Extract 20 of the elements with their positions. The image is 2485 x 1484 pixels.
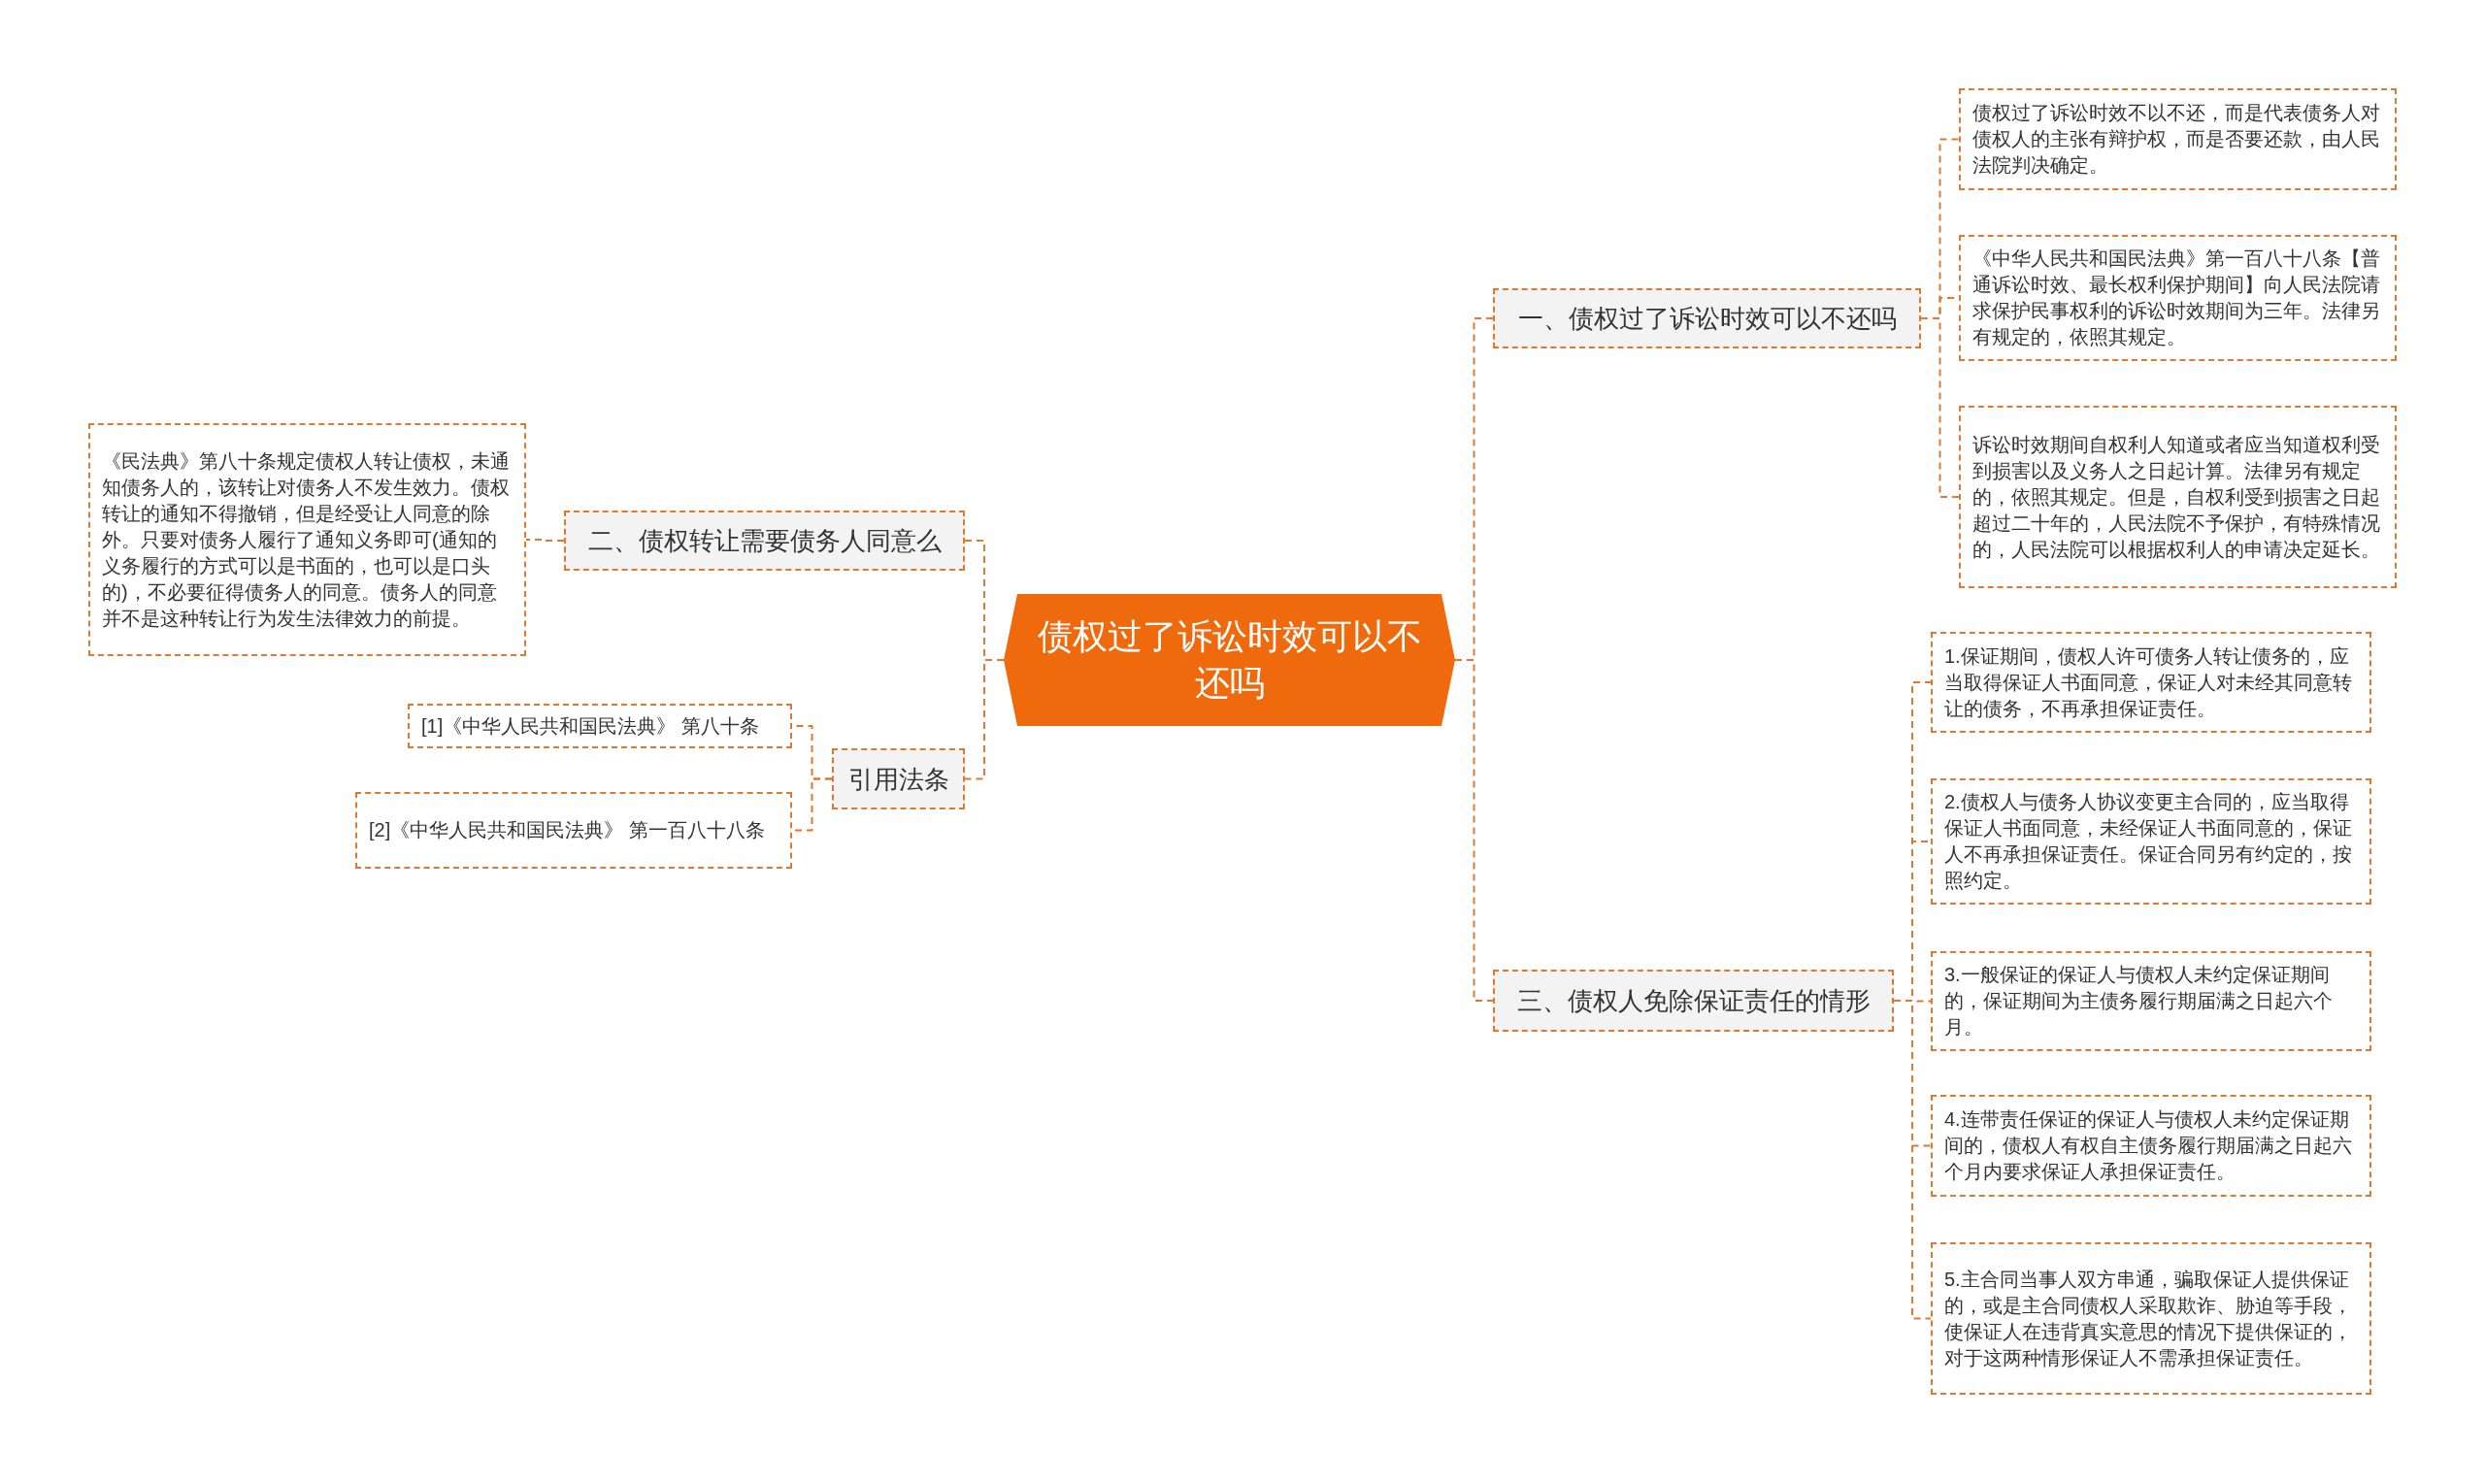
leaf-note: 2.债权人与债务人协议变更主合同的，应当取得保证人书面同意，未经保证人书面同意的，保证人不再承担保证责任。保证合同另有约定的，按照约定。 xyxy=(1931,778,2371,905)
connector-line xyxy=(525,539,565,542)
branch-topic: 引用法条 xyxy=(832,748,965,809)
leaf-note: 4.连带责任保证的保证人与债权人未约定保证期间的，债权人有权自主债务履行期届满之日起六个月内要求保证人承担保证责任。 xyxy=(1931,1095,2371,1197)
leaf-note: 债权过了诉讼时效不以不还，而是代表债务人对债权人的主张有辩护权，而是否要还款，由人民法院判决确定。 xyxy=(1959,88,2397,190)
leaf-note: 3.一般保证的保证人与债权人未约定保证期间的，保证期间为主债务履行期届满之日起六个月。 xyxy=(1931,951,2371,1051)
leaf-note: 5.主合同当事人双方串通，骗取保证人提供保证的，或是主合同债权人采取欺诈、胁迫等手段，使保证人在违背真实意思的情况下提供保证的，对于这两种情形保证人不需承担保证责任。 xyxy=(1931,1242,2371,1395)
branch-topic: 三、债权人免除保证责任的情形 xyxy=(1493,970,1894,1032)
central-topic: 债权过了诉讼时效可以不还吗 xyxy=(1004,594,1455,726)
leaf-note: [2]《中华人民共和国民法典》 第一百八十八条 xyxy=(355,792,792,869)
leaf-note: [1]《中华人民共和国民法典》 第八十条 xyxy=(408,704,792,748)
connector-line xyxy=(1893,1000,1932,1320)
branch-topic: 二、债权转让需要债务人同意么 xyxy=(564,511,965,571)
leaf-note: 诉讼时效期间自权利人知道或者应当知道权利受到损害以及义务人之日起计算。法律另有规定的，依照其规定。但是，自权利受到损害之日起超过二十年的，人民法院不予保护，有特殊情况的，人民法院可以根据权利人的申请决定延长。 xyxy=(1959,406,2397,588)
leaf-note: 《民法典》第八十条规定债权人转让债权，未通知债务人的，该转让对债务人不发生效力。债权转让的通知不得撤销，但是经受让人同意的除外。只要对债务人履行了通知义务即可(通知的义务履行的方式可以是书面的，也可以是口头的)，不必要征得债务人的同意。债务人的同意并不是这种转让行为发生法律效力的前提。 xyxy=(88,423,526,656)
leaf-note: 《中华人民共和国民法典》第一百八十八条【普通诉讼时效、最长权利保护期间】向人民法院请求保护民事权利的诉讼时效期间为三年。法律另有规定的，依照其规定。 xyxy=(1959,235,2397,361)
connector-line xyxy=(1920,317,1960,498)
branch-topic: 一、债权过了诉讼时效可以不还吗 xyxy=(1493,288,1921,348)
connector-line xyxy=(964,659,1005,780)
leaf-note: 1.保证期间，债权人许可债务人转让债务的，应当取得保证人书面同意，保证人对未经其同意转让的债务，不再承担保证责任。 xyxy=(1931,632,2371,733)
